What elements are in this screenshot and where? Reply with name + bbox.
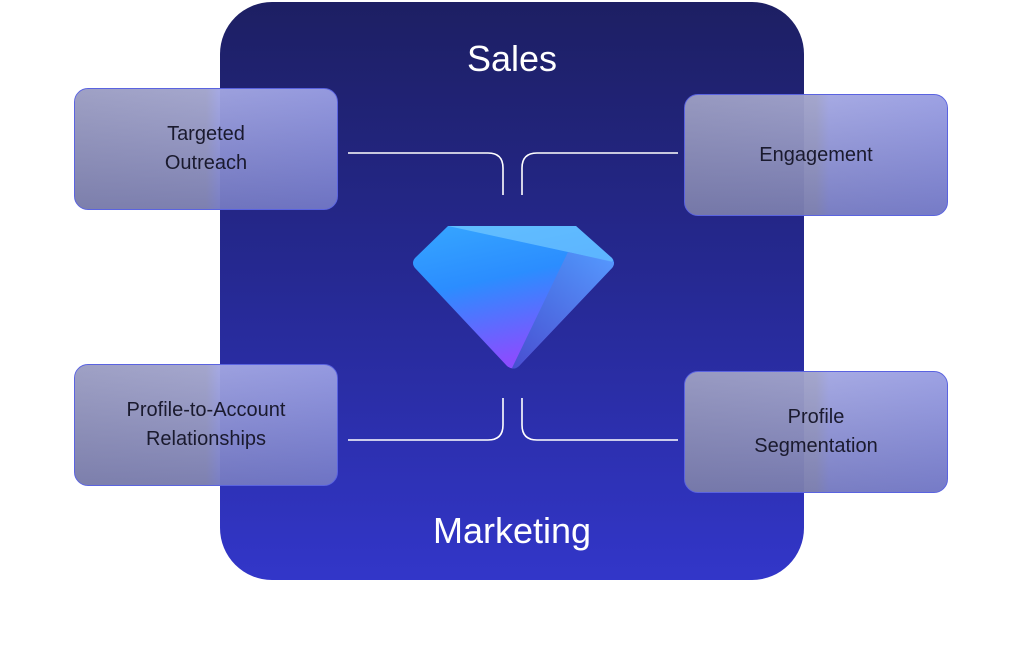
connector-top-left [348,152,504,195]
card-label: Targeted Outreach [164,123,248,174]
connector-bottom-right [521,398,678,441]
sales-label: Sales [466,38,558,79]
connector-bottom-left [348,398,504,441]
marketing-label: Marketing [432,510,592,551]
card-label: Engagement [759,143,873,166]
card-engagement: Engagement [684,94,948,216]
card-label: Profile-to-Account Relationships [126,399,286,450]
card-targeted-outreach: Targeted Outreach [74,88,338,210]
connector-top-right [521,152,678,195]
card-profile-to-account: Profile-to-Account Relationships [74,364,338,486]
diamond-icon [413,226,614,369]
card-profile-segmentation: Profile Segmentation [684,371,948,493]
card-label: Profile Segmentation [754,406,878,457]
